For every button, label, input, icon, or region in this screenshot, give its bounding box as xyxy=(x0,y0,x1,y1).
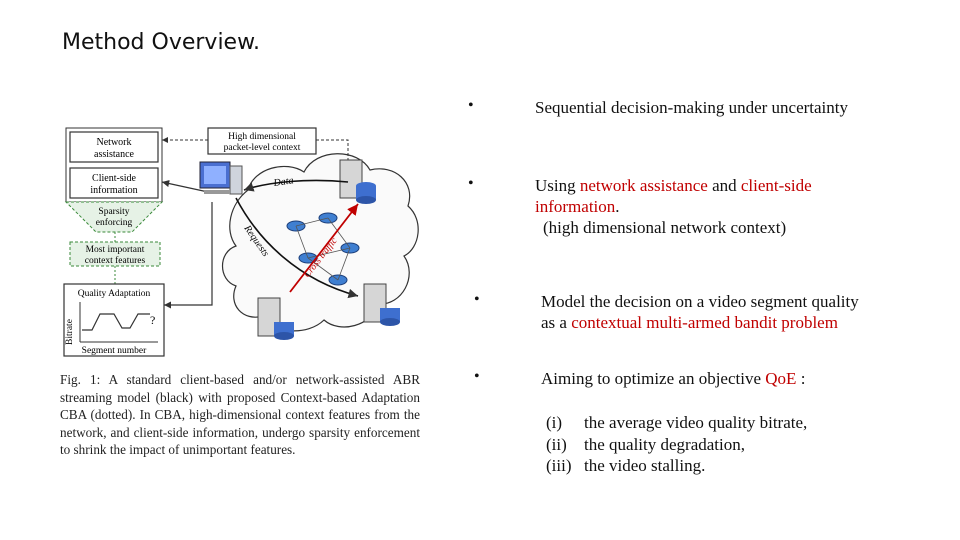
client-computer-icon xyxy=(199,161,243,195)
svg-text:?: ? xyxy=(150,313,155,327)
bullet-3: Model the decision on a video segment qu… xyxy=(541,292,859,332)
requests-arrow xyxy=(235,197,359,299)
bullet-1: Sequential decision-making under uncerta… xyxy=(535,98,848,117)
bullet-marker: • xyxy=(474,291,480,308)
quality-adaptation-box: Quality Adaptation Bitrate ? Segment num… xyxy=(63,283,165,357)
svg-text:information: information xyxy=(90,185,137,196)
server-top-icon xyxy=(339,159,376,204)
cross-traffic-arrow xyxy=(289,203,359,293)
highlight-client-side-info: client-side information xyxy=(535,176,812,216)
bullet-4: Aiming to optimize an objective QoE : xyxy=(541,369,806,388)
list-item: (i)the average video quality bitrate, xyxy=(546,413,808,432)
list-item: (iii)the video stalling. xyxy=(546,456,706,475)
highlight-bandit-problem: contextual multi-armed bandit problem xyxy=(571,313,838,332)
slide-title: Method Overview. xyxy=(62,30,261,55)
svg-text:Data: Data xyxy=(272,175,294,189)
client-info-box: Client-side information xyxy=(69,167,159,199)
svg-text:Most important: Most important xyxy=(86,245,145,255)
highlight-qoe: QoE xyxy=(765,369,797,388)
svg-text:assistance: assistance xyxy=(94,149,135,160)
bullet-2: Using network assistance and client-side… xyxy=(535,176,812,237)
svg-text:Bitrate: Bitrate xyxy=(65,319,75,345)
list-item: (ii)the quality degradation, xyxy=(546,434,745,454)
client-info-label: Client-side xyxy=(92,173,136,184)
highlight-network-assistance: network assistance xyxy=(579,176,708,195)
bullet-marker: • xyxy=(474,368,480,385)
server-bottom-left-icon xyxy=(257,297,294,340)
svg-text:Quality Adaptation: Quality Adaptation xyxy=(78,289,151,299)
svg-text:Sparsity: Sparsity xyxy=(98,207,129,217)
svg-text:enforcing: enforcing xyxy=(96,217,133,228)
svg-text:Segment number: Segment number xyxy=(82,346,147,356)
bullet-marker: • xyxy=(468,175,474,192)
sparsity-funnel: Sparsity enforcing xyxy=(64,201,164,233)
hd-context-box: High dimensional packet-level context xyxy=(207,127,317,155)
cba-diagram: Network assistance Client-side informati… xyxy=(63,127,419,357)
bullet-marker: • xyxy=(468,97,474,114)
objective-list: (i)the average video quality bitrate, (i… xyxy=(546,412,807,477)
svg-text:High dimensional: High dimensional xyxy=(228,132,296,142)
network-assistance-box: Network assistance xyxy=(69,131,159,163)
figure-caption: Fig. 1: A standard client-based and/or n… xyxy=(60,372,420,458)
data-arrow xyxy=(243,179,349,192)
network-assistance-label: Network xyxy=(97,137,132,148)
svg-text:packet-level context: packet-level context xyxy=(224,143,301,153)
server-bottom-right-icon xyxy=(363,283,400,326)
important-features-box: Most important context features xyxy=(69,241,161,267)
svg-text:context features: context features xyxy=(85,255,146,266)
